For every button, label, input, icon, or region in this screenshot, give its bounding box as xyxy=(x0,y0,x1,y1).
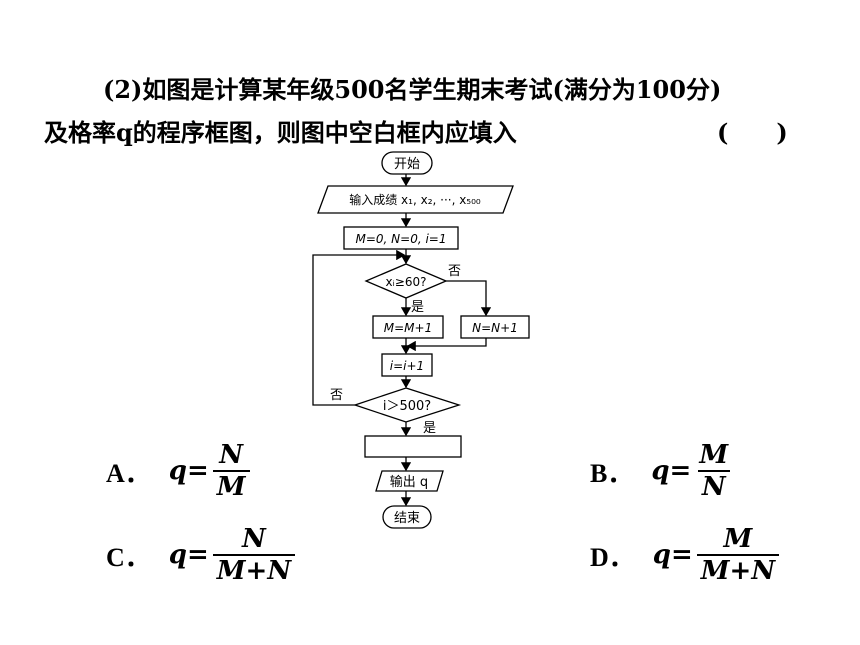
option-d-numerator: M xyxy=(723,524,753,554)
yes-box-label: M=M+1 xyxy=(384,321,432,335)
option-b-numerator: M xyxy=(699,440,729,470)
option-c-numerator: N xyxy=(242,524,266,554)
output-parallelogram xyxy=(375,470,444,492)
option-d-fraction: M M+N xyxy=(696,524,780,586)
decision1-no-label: 否 xyxy=(448,264,461,279)
arrow-loop-back xyxy=(312,249,406,406)
option-b-lhs: q= xyxy=(651,456,692,486)
decision2-yes-label: 是 xyxy=(423,421,436,436)
end-label: 结束 xyxy=(394,511,420,526)
decision1-label: xᵢ≥60? xyxy=(386,275,427,289)
init-label: M=0, N=0, i=1 xyxy=(356,232,447,246)
increment-label: i=i+1 xyxy=(390,359,424,373)
no-box xyxy=(460,315,530,339)
option-a[interactable]: A． q= N M xyxy=(106,440,250,502)
option-a-fraction: N M xyxy=(212,440,250,502)
option-c-letter: C． xyxy=(106,542,151,572)
decision1-yes-label: 是 xyxy=(411,300,424,315)
option-b[interactable]: B． q= M N xyxy=(590,440,732,502)
input-label: 输入成绩 x₁, x₂, ···, x₅₀₀ xyxy=(349,192,481,207)
option-d-lhs: q= xyxy=(652,540,693,570)
option-d[interactable]: D． q= M M+N xyxy=(590,524,780,586)
question-line-2: 及格率q的程序框图，则图中空白框内应填入 xyxy=(44,118,517,147)
start-label: 开始 xyxy=(394,157,420,172)
option-a-denominator: M xyxy=(212,470,250,502)
option-c-denominator: M+N xyxy=(212,554,296,586)
option-d-denominator: M+N xyxy=(696,554,780,586)
option-c-lhs: q= xyxy=(168,540,209,570)
option-a-letter: A． xyxy=(106,458,151,488)
option-c-fraction: N M+N xyxy=(212,524,296,586)
option-b-denominator: N xyxy=(697,470,730,502)
option-b-letter: B． xyxy=(590,458,634,488)
question-line-1: (2)如图是计算某年级500名学生期末考试(满分为100分) xyxy=(103,75,722,104)
option-d-letter: D． xyxy=(590,542,635,572)
decision2-label: i＞500? xyxy=(383,399,431,414)
arrow-no-merge xyxy=(406,338,487,352)
output-label: 输出 q xyxy=(390,474,428,490)
blank-box xyxy=(364,435,462,458)
input-parallelogram xyxy=(317,185,514,214)
start-terminal xyxy=(381,151,433,175)
option-b-fraction: M N xyxy=(695,440,732,502)
arrow-decision1-no xyxy=(446,280,492,317)
option-c[interactable]: C． q= N M+N xyxy=(106,524,296,586)
decision2-no-label: 否 xyxy=(330,388,343,403)
option-a-lhs: q= xyxy=(168,456,209,486)
no-box-label: N=N+1 xyxy=(472,321,518,335)
answer-bracket: ( ) xyxy=(717,118,788,147)
option-a-numerator: N xyxy=(219,440,244,470)
